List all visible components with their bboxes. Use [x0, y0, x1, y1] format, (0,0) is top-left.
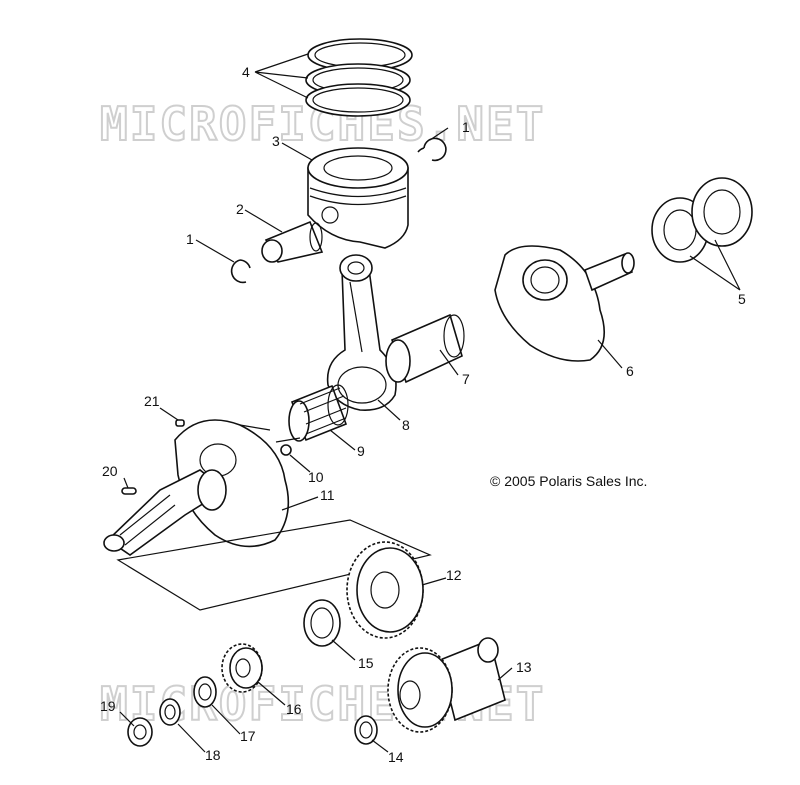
callout-2: 2: [236, 201, 244, 217]
piston-pin: [261, 220, 324, 263]
callout-13: 13: [516, 659, 532, 675]
pin-10: [280, 444, 292, 456]
balancer-shaft: [387, 637, 506, 733]
callout-17: 17: [240, 728, 256, 744]
callout-12: 12: [446, 567, 462, 583]
hex-nut: [127, 717, 153, 747]
callout-16: 16: [286, 701, 302, 717]
thrust-washer: [303, 599, 341, 647]
callout-14: 14: [388, 749, 404, 765]
callout-19: 19: [100, 698, 116, 714]
callout-8: 8: [402, 417, 410, 433]
pin-21: [175, 419, 185, 427]
lock-nut: [193, 676, 217, 708]
leader-lines: [119, 53, 741, 753]
callout-10: 10: [308, 469, 324, 485]
copyright-notice: © 2005 Polaris Sales Inc.: [490, 473, 647, 489]
callout-18: 18: [205, 747, 221, 763]
callout-9: 9: [357, 443, 365, 459]
drive-gear: [346, 541, 424, 639]
key-20: [121, 487, 137, 495]
callout-4: 4: [242, 64, 250, 80]
callout-11: 11: [320, 487, 335, 503]
callout-1-left: 1: [186, 231, 194, 247]
crankshaft: [103, 419, 301, 556]
ball-bearings: [651, 177, 753, 263]
sleeve: [385, 313, 465, 384]
assembly-outline: [116, 519, 432, 611]
small-gear: [221, 643, 263, 693]
callout-21: 21: [144, 393, 160, 409]
callout-labels: 1 1 2 3 4 5 6 7 8 9 10 11 12 13 14 15 16…: [100, 64, 746, 765]
washer: [159, 698, 181, 726]
callout-20: 20: [102, 463, 118, 479]
crankshaft-half-right: [494, 245, 635, 362]
callout-7: 7: [462, 371, 470, 387]
circlip-right: [417, 137, 447, 162]
callout-3: 3: [272, 133, 280, 149]
callout-1-top: 1: [462, 119, 470, 135]
shaft-washer: [354, 715, 378, 745]
piston-rings: [305, 38, 413, 117]
callout-6: 6: [626, 363, 634, 379]
callout-5: 5: [738, 291, 746, 307]
callout-15: 15: [358, 655, 374, 671]
needle-bearing: [288, 384, 349, 442]
connecting-rod: [326, 254, 397, 412]
piston: [307, 147, 409, 249]
circlip-left: [230, 259, 251, 284]
